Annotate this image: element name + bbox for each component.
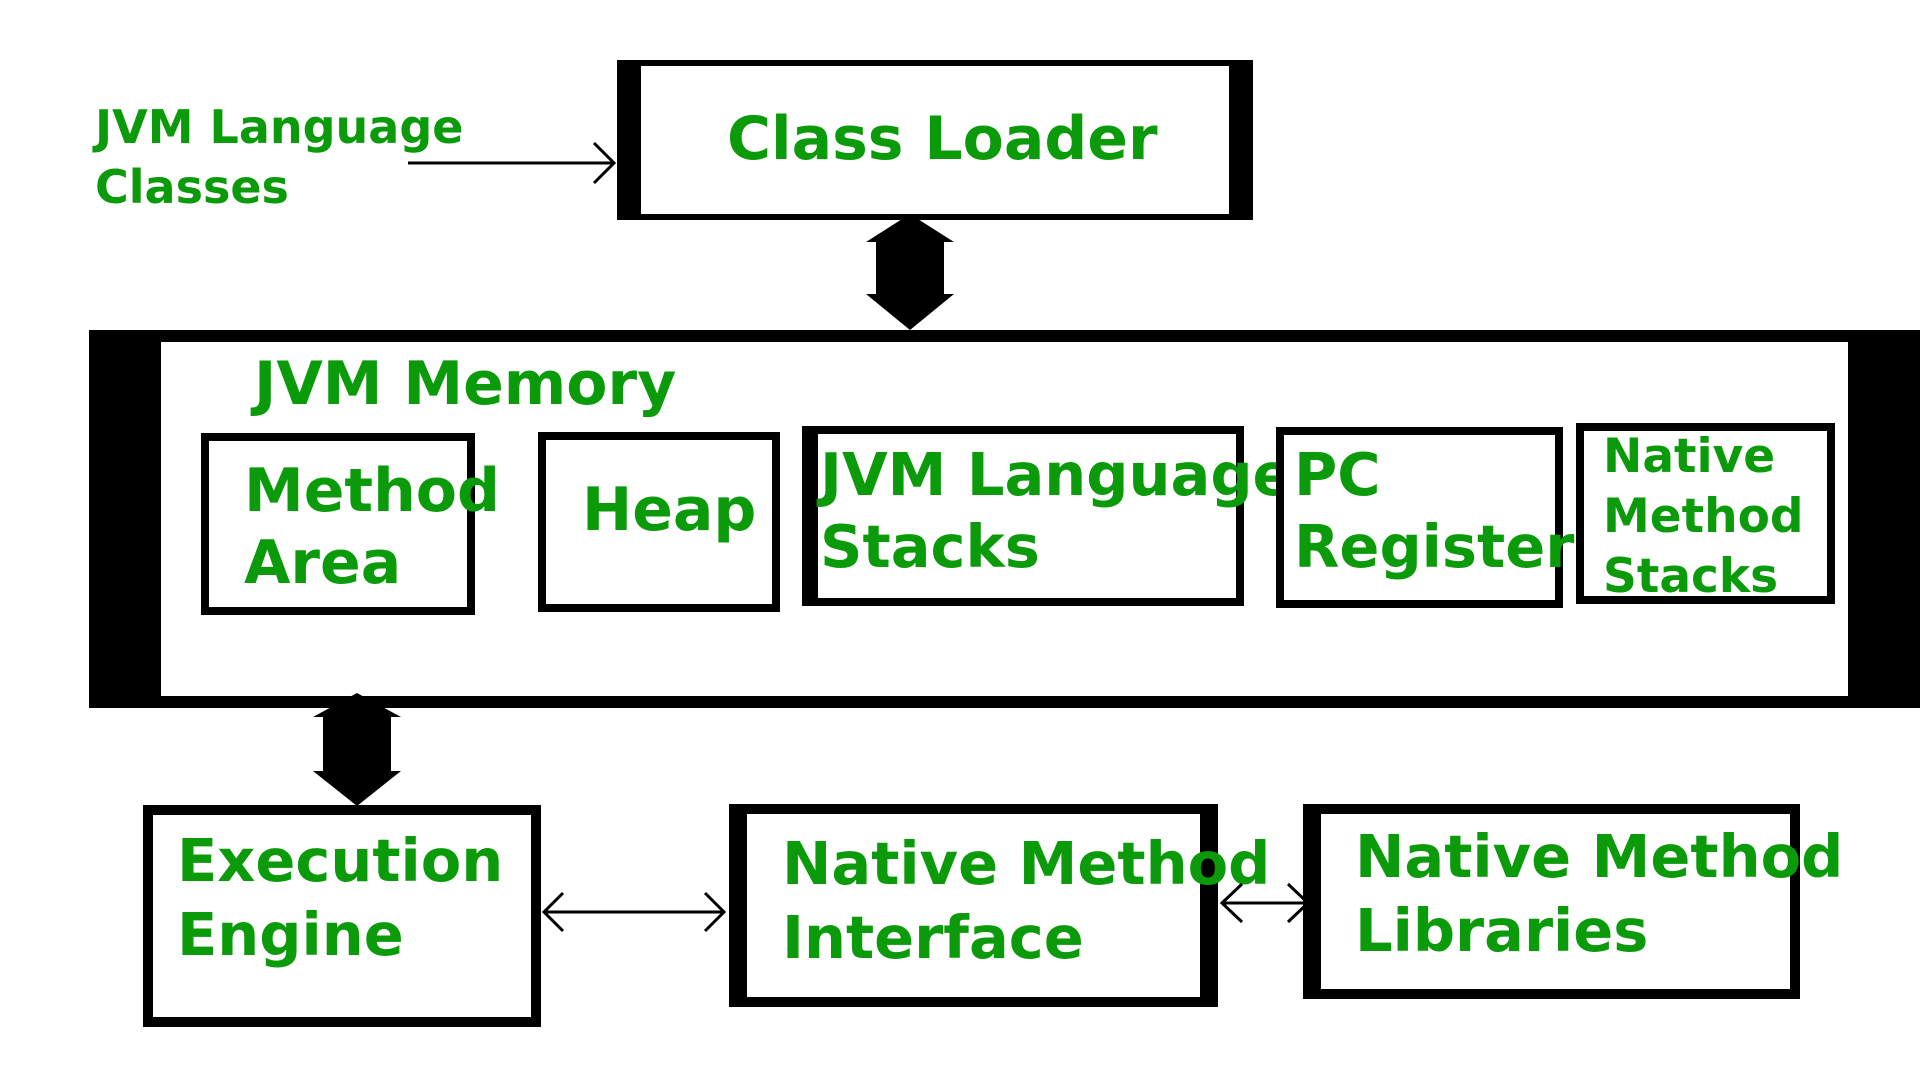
language-stacks-box bbox=[802, 426, 1244, 606]
pc-registers-box bbox=[1276, 427, 1563, 608]
native-interface-box bbox=[729, 804, 1218, 1007]
method-area-label: Method Area bbox=[244, 456, 500, 598]
jvm-language-classes-label: JVM Language Classes bbox=[95, 100, 464, 214]
method-area-box bbox=[201, 433, 475, 615]
arrow-memory-engine bbox=[313, 693, 401, 806]
native-libraries-label: Native Method Libraries bbox=[1355, 822, 1844, 965]
language-stacks-label: JVM Language Stacks bbox=[820, 440, 1293, 581]
execution-engine-box bbox=[143, 805, 541, 1027]
pc-registers-label: PC Registers bbox=[1294, 440, 1610, 581]
native-stacks-box bbox=[1576, 423, 1835, 604]
arrow-classes-to-loader bbox=[408, 141, 617, 185]
execution-engine-label: Execution Engine bbox=[177, 826, 504, 969]
class-loader-label: Class Loader bbox=[727, 104, 1158, 174]
arrow-engine-interface bbox=[541, 891, 727, 933]
arrow-loader-memory bbox=[866, 214, 954, 330]
native-stacks-label: Native Method Stacks bbox=[1603, 429, 1804, 604]
arrow-interface-libraries bbox=[1219, 882, 1311, 924]
jvm-memory-title: JVM Memory bbox=[254, 349, 677, 419]
heap-box bbox=[538, 432, 780, 612]
native-libraries-box bbox=[1303, 804, 1800, 999]
class-loader-box bbox=[617, 60, 1253, 220]
heap-label: Heap bbox=[582, 475, 757, 545]
native-interface-label: Native Method Interface bbox=[782, 829, 1271, 972]
